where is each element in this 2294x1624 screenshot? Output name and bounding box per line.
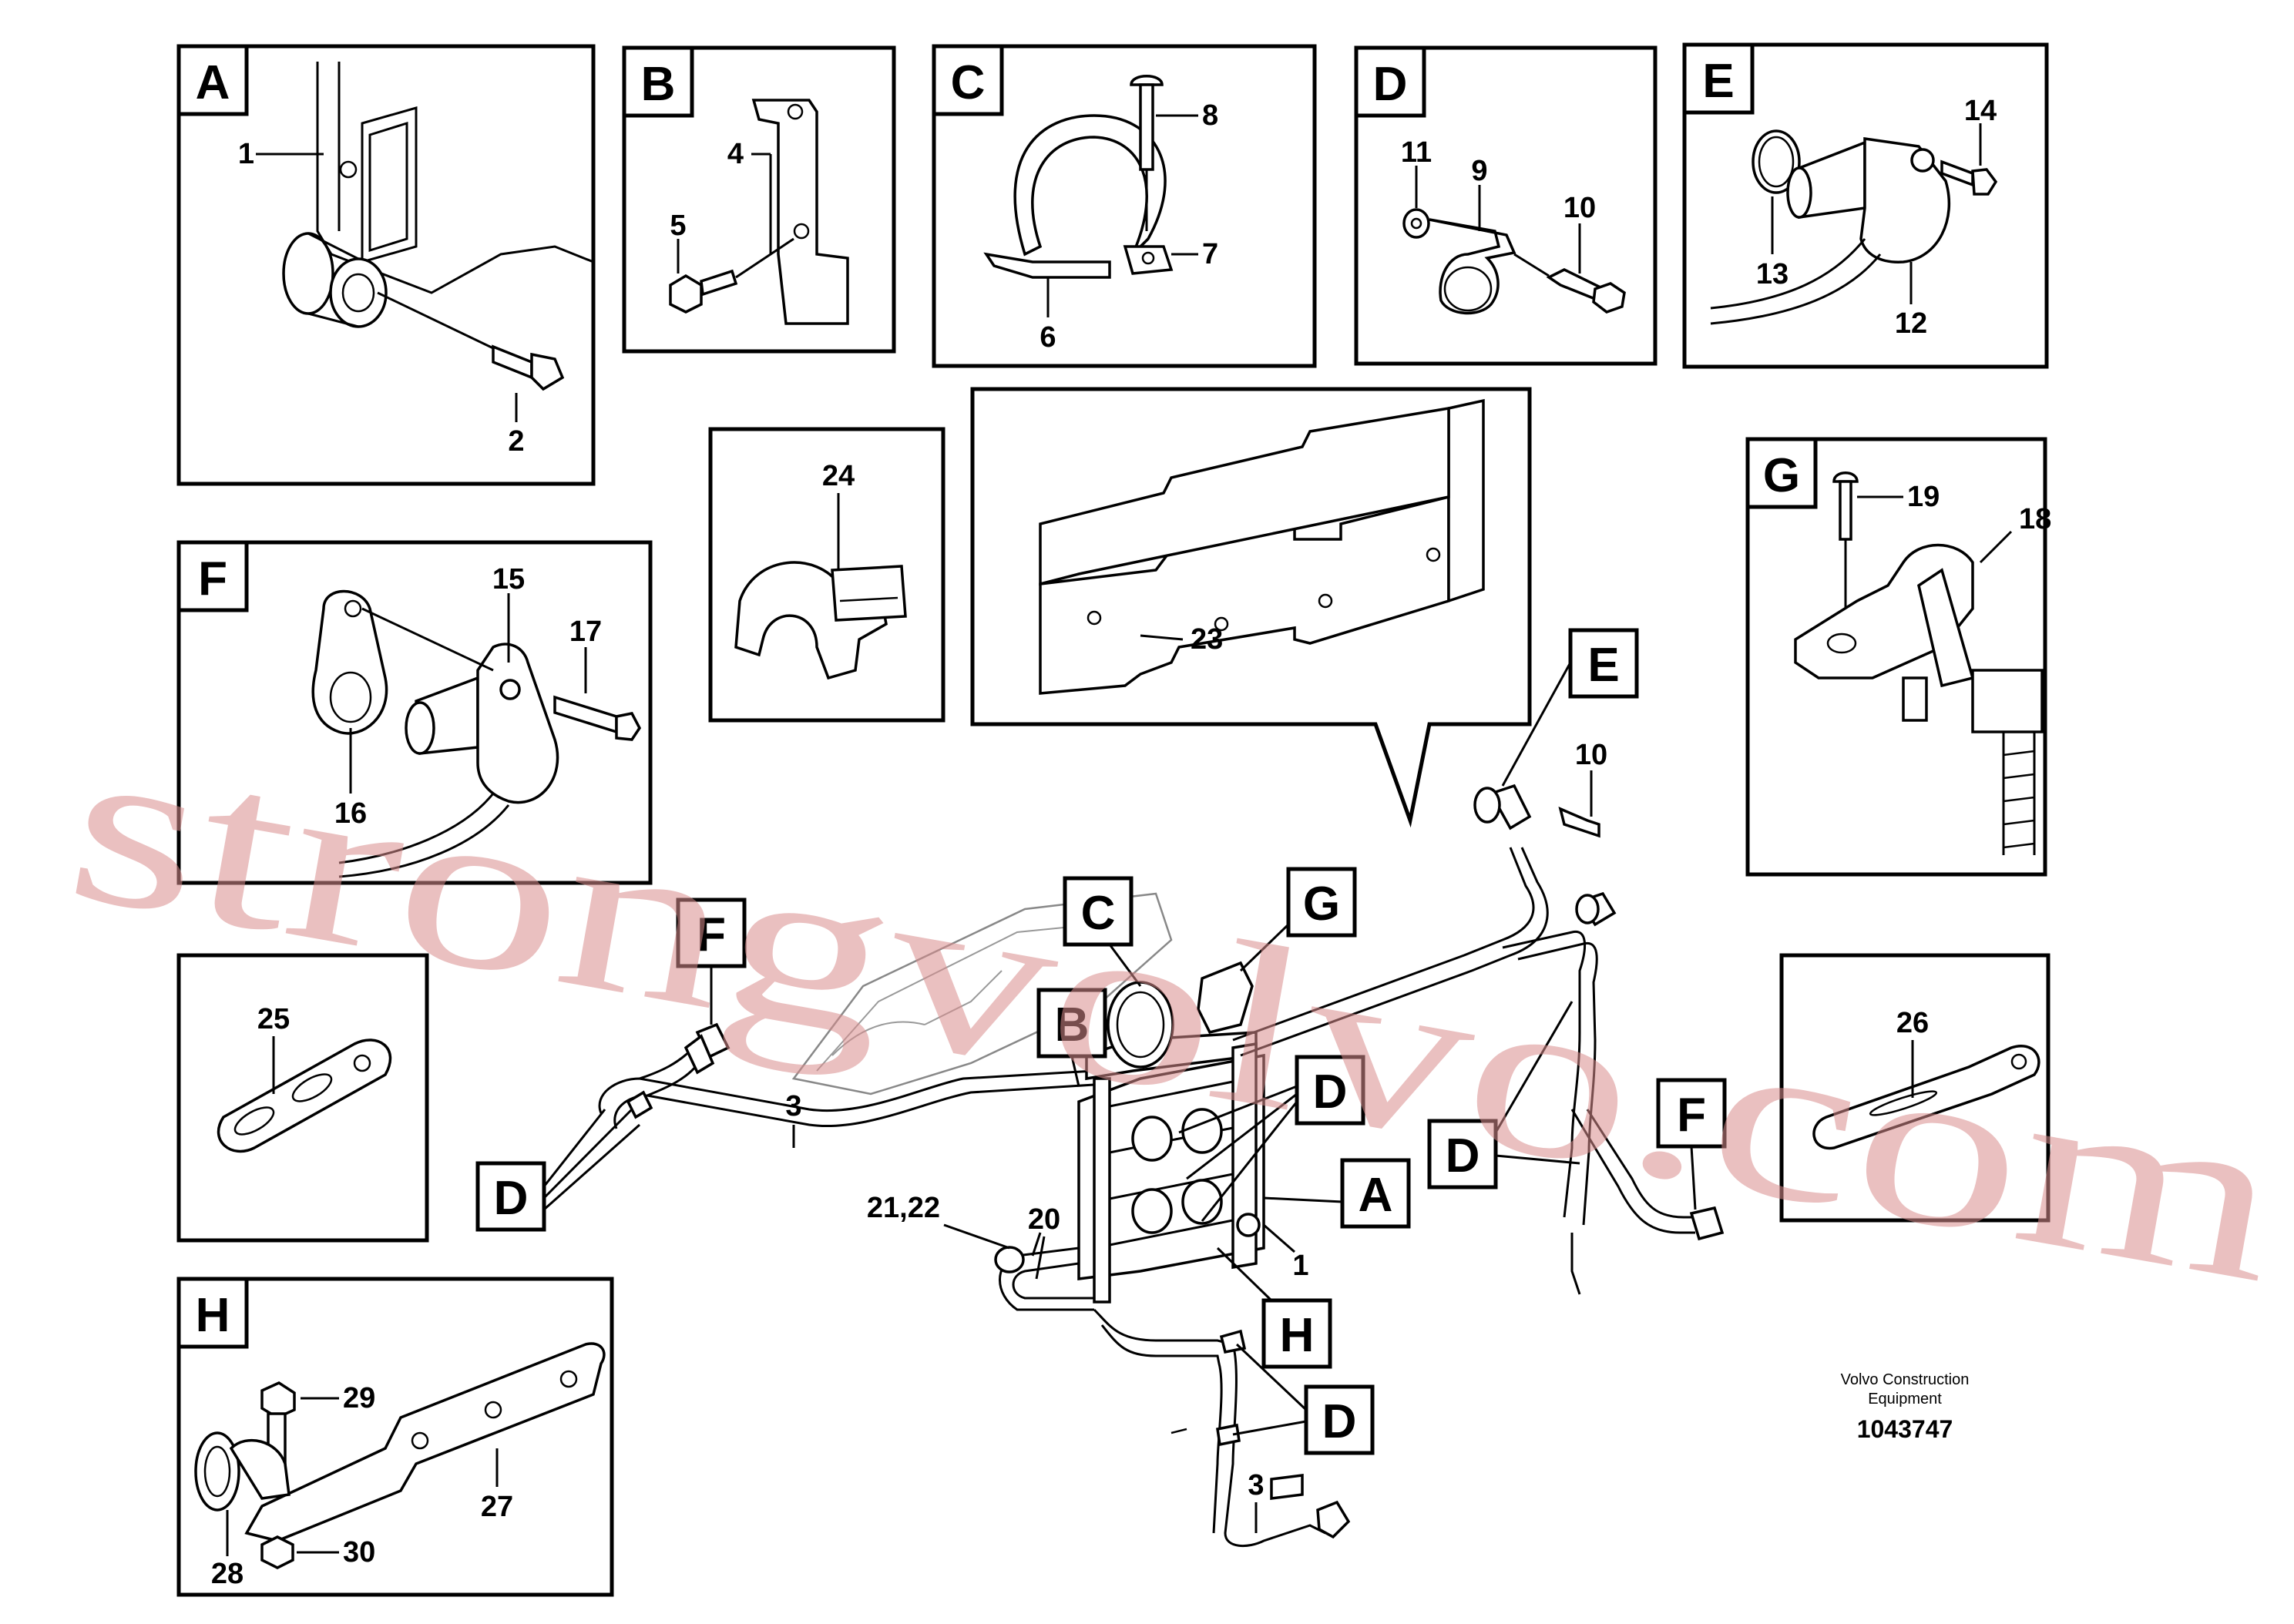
label-28: 28	[211, 1558, 244, 1590]
label-9: 9	[1471, 155, 1487, 187]
label-5: 5	[670, 210, 686, 242]
panel-b-letter: B	[641, 58, 676, 111]
label-11: 11	[1401, 136, 1432, 169]
label-27: 27	[481, 1491, 513, 1523]
tag-a: A	[1359, 1169, 1393, 1222]
detail-panel-f: F 15 17 16	[176, 540, 653, 885]
detail-panel-g: G 19 18	[1745, 437, 2051, 877]
label-1: 1	[238, 138, 254, 170]
label-main-1: 1	[1292, 1250, 1308, 1282]
tag-d-left: D	[494, 1172, 529, 1225]
label-main-21-22: 21,22	[867, 1192, 940, 1224]
label-8: 8	[1202, 99, 1218, 132]
panel-h-letter: H	[196, 1289, 230, 1342]
detail-panel-a: A 1 2	[176, 44, 596, 486]
detail-panel-e: E 14 13 12	[1682, 42, 2049, 369]
label-19: 19	[1907, 481, 1940, 513]
label-16: 16	[334, 797, 367, 830]
label-24: 24	[822, 460, 855, 492]
tag-g: G	[1303, 877, 1340, 931]
label-7: 7	[1202, 238, 1218, 270]
label-26: 26	[1896, 1007, 1929, 1039]
label-6: 6	[1040, 321, 1056, 354]
label-15: 15	[492, 563, 525, 596]
detail-panel-26: 26	[1779, 953, 2050, 1223]
detail-callout-23: 23	[970, 387, 1532, 828]
label-25: 25	[257, 1003, 290, 1035]
label-2: 2	[508, 425, 524, 458]
panel-e-letter: E	[1702, 55, 1734, 108]
panel-g-letter: G	[1763, 449, 1800, 502]
label-17: 17	[569, 616, 602, 648]
detail-panel-d: D 11 9 10	[1354, 45, 1658, 366]
label-main-10: 10	[1575, 739, 1607, 771]
tag-c: C	[1081, 887, 1116, 940]
label-23: 23	[1191, 623, 1223, 656]
detail-panel-24: 24	[708, 427, 945, 723]
footer-company-line1: Volvo Construction	[1841, 1371, 1970, 1388]
detail-panel-25: 25	[176, 953, 429, 1243]
tag-b: B	[1055, 998, 1090, 1052]
label-13: 13	[1756, 258, 1789, 290]
label-30: 30	[343, 1536, 375, 1569]
label-12: 12	[1895, 307, 1927, 340]
tag-d-right: D	[1446, 1129, 1480, 1183]
footer-company-line2: Equipment	[1868, 1391, 1942, 1408]
tag-f-right: F	[1677, 1089, 1706, 1142]
label-main-3-left: 3	[785, 1090, 801, 1122]
panel-d-letter: D	[1373, 58, 1408, 111]
main-callout-tags: E 10 C G B F D D F D	[475, 628, 1727, 1533]
panel-f-letter: F	[198, 552, 227, 606]
tag-d-bottom: D	[1322, 1395, 1357, 1448]
tag-d-center: D	[1313, 1065, 1348, 1119]
label-14: 14	[1964, 95, 1997, 127]
label-main-3-bottom: 3	[1248, 1469, 1264, 1502]
detail-panel-h: H 29 27 28 30	[176, 1277, 614, 1597]
main-assembly	[598, 783, 1725, 1548]
tag-f-left: F	[697, 908, 726, 961]
tag-h: H	[1280, 1309, 1315, 1362]
label-main-20: 20	[1028, 1203, 1060, 1236]
detail-panel-c: C 8 7 6	[932, 44, 1317, 368]
drawing-footer: Volvo Construction Equipment 1043747	[1841, 1371, 1970, 1443]
label-18: 18	[2019, 503, 2051, 535]
label-4: 4	[727, 138, 744, 170]
detail-panel-b: B 4 5	[622, 45, 896, 354]
panel-a-letter: A	[196, 56, 230, 109]
panel-c-letter: C	[951, 56, 986, 109]
tag-e: E	[1587, 639, 1619, 692]
label-29: 29	[343, 1382, 375, 1414]
drawing-number: 1043747	[1857, 1415, 1953, 1443]
label-10: 10	[1563, 192, 1596, 224]
